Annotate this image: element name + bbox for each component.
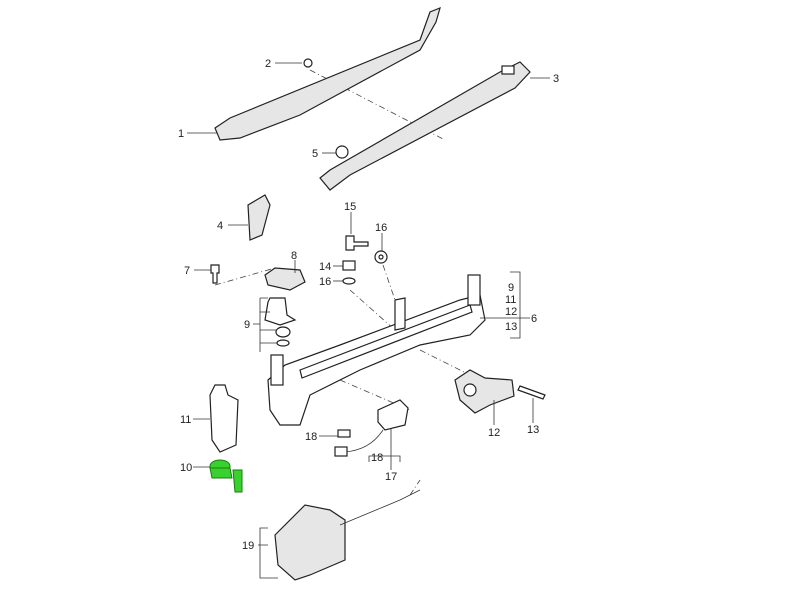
part-2-screw[interactable]: [303, 58, 313, 68]
label-15: 15: [344, 201, 356, 213]
part-9-bushing[interactable]: [264, 297, 297, 326]
group-6-item-12: 12: [505, 306, 517, 318]
part-17-actuator[interactable]: [377, 399, 409, 431]
group-6-item-13: 13: [505, 321, 517, 333]
actuator-cable: [344, 429, 384, 453]
part-4-bracket[interactable]: [247, 194, 271, 241]
label-2: 2: [265, 58, 271, 70]
part-7-screw[interactable]: [210, 264, 220, 284]
part-11-guide[interactable]: [209, 384, 239, 453]
frame-bracket: [394, 297, 406, 331]
part-18-clip[interactable]: [337, 429, 351, 438]
motor-gear: [463, 383, 477, 397]
label-17: 17: [385, 471, 397, 483]
label-18-bracket: 18: [371, 452, 383, 464]
label-6: 6: [531, 313, 537, 325]
part-6-post-left: [270, 354, 284, 386]
part-5-nut[interactable]: [335, 145, 349, 159]
label-18: 18: [305, 431, 317, 443]
part-13-bolt[interactable]: [517, 385, 546, 400]
label-9: 9: [244, 319, 250, 331]
label-1: 1: [178, 128, 184, 140]
part-10-highlighted[interactable]: [209, 459, 243, 493]
label-5: 5: [312, 148, 318, 160]
part-3-clip: [501, 65, 515, 75]
part-3-trim-panel[interactable]: [319, 61, 531, 191]
group-6-item-11: 11: [505, 294, 516, 306]
label-7: 7: [184, 265, 190, 277]
part-15-bolt[interactable]: [345, 235, 369, 251]
group-6-item-9: 9: [508, 282, 514, 294]
label-16: 16: [375, 222, 387, 234]
part-1-trim-panel[interactable]: [214, 6, 441, 141]
label-14: 14: [319, 261, 331, 273]
part-6-post-right: [467, 274, 481, 306]
label-19: 19: [242, 540, 254, 552]
part-16-washer-small[interactable]: [342, 277, 356, 285]
control-cable: [339, 489, 421, 526]
label-16-lower: 16: [319, 276, 331, 288]
callout-labels: 2 1 3 5 4 15 16 8 7 14 16 9 9 11 12 13 6…: [178, 58, 559, 552]
part-9-ring[interactable]: [276, 339, 290, 347]
part-8-plate[interactable]: [264, 267, 306, 291]
washer-hole: [378, 254, 384, 260]
part-18-connector[interactable]: [334, 446, 348, 457]
label-12: 12: [488, 427, 500, 439]
label-8: 8: [291, 250, 297, 262]
part-9-cap[interactable]: [275, 326, 291, 338]
leader-lines: [187, 62, 550, 579]
assembly-lines: [214, 69, 501, 496]
part-12-motor[interactable]: [454, 369, 515, 414]
part-14-nut[interactable]: [342, 260, 356, 271]
label-11: 11: [180, 414, 191, 426]
part-19-control-unit[interactable]: [274, 504, 346, 581]
label-3: 3: [553, 73, 559, 85]
label-10: 10: [180, 462, 192, 474]
frame-rail: [299, 304, 473, 379]
label-13: 13: [527, 424, 539, 436]
label-4: 4: [217, 220, 223, 232]
